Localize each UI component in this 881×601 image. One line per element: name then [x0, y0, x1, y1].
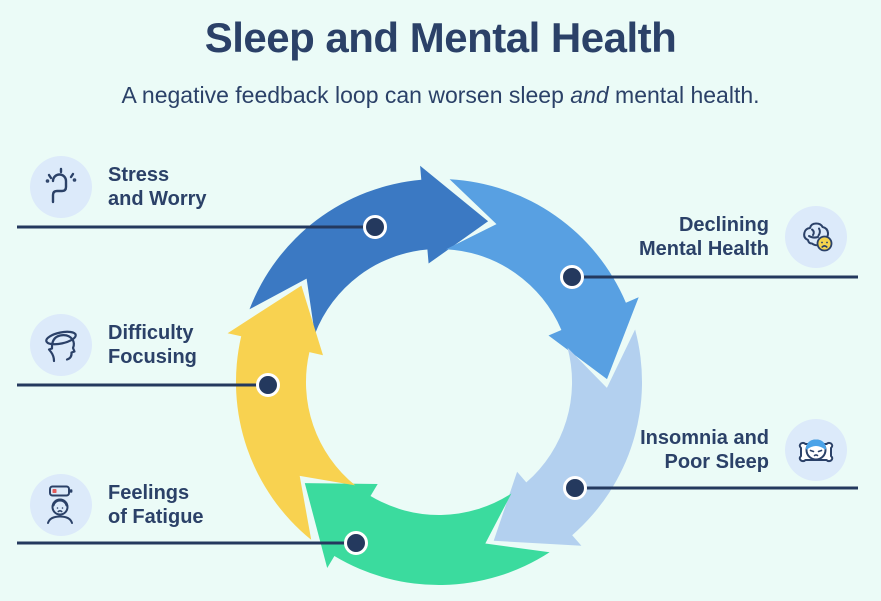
brain-sad-face-icon [785, 206, 847, 268]
node-stress-and-worry: Stress and Worry [30, 156, 207, 218]
node-label-line1: Feelings [108, 482, 190, 504]
person-on-pillow-icon [785, 419, 847, 481]
node-label-line1: Declining [678, 214, 769, 236]
node-label-line1: Difficulty [108, 322, 194, 344]
subtitle-italic-word: and [570, 82, 609, 108]
node-declining-mental-health: Declining Mental Health [639, 206, 847, 268]
stressed-person-icon [30, 156, 92, 218]
node-feelings-of-fatigue: Feelings of Fatigue [30, 474, 204, 536]
node-label: Stress and Worry [108, 163, 207, 211]
node-label-line1: Insomnia and [640, 427, 769, 449]
cycle-arrow-declining-mental-health [446, 179, 639, 380]
node-label-line2: Focusing [108, 346, 197, 368]
subtitle-text: A negative feedback loop can worsen slee… [121, 82, 571, 108]
node-insomnia-poor-sleep: Insomnia and Poor Sleep [640, 419, 847, 481]
page-title: Sleep and Mental Health [204, 14, 677, 61]
page-subtitle: A negative feedback loop can worsen slee… [0, 82, 881, 109]
subtitle-text-end: mental health. [608, 82, 760, 108]
cycle-arrow-stress [249, 165, 489, 335]
connector-dot-insomnia [563, 476, 587, 500]
node-label-line2: of Fatigue [108, 506, 204, 528]
node-label-line1: Stress [108, 164, 170, 186]
node-label-line2: and Worry [108, 188, 207, 210]
dizzy-head-icon [30, 314, 92, 376]
node-label-line2: Poor Sleep [664, 451, 769, 473]
node-label: Declining Mental Health [639, 213, 769, 261]
node-label: Feelings of Fatigue [108, 481, 204, 529]
connector-dot-difficulty-focusing [256, 373, 280, 397]
cycle-arrow-difficulty-focusing [227, 285, 356, 540]
connector-dot-fatigue [344, 531, 368, 555]
cycle-arrow-fatigue [304, 483, 550, 586]
node-label-line2: Mental Health [638, 238, 769, 260]
connector-dot-stress [363, 215, 387, 239]
node-label: Insomnia and Poor Sleep [640, 426, 769, 474]
node-label: Difficulty Focusing [108, 321, 197, 369]
node-difficulty-focusing: Difficulty Focusing [30, 314, 197, 376]
connector-dot-declining-mental-health [560, 265, 584, 289]
cycle-arrow-insomnia [493, 329, 643, 546]
low-battery-person-icon [30, 474, 92, 536]
